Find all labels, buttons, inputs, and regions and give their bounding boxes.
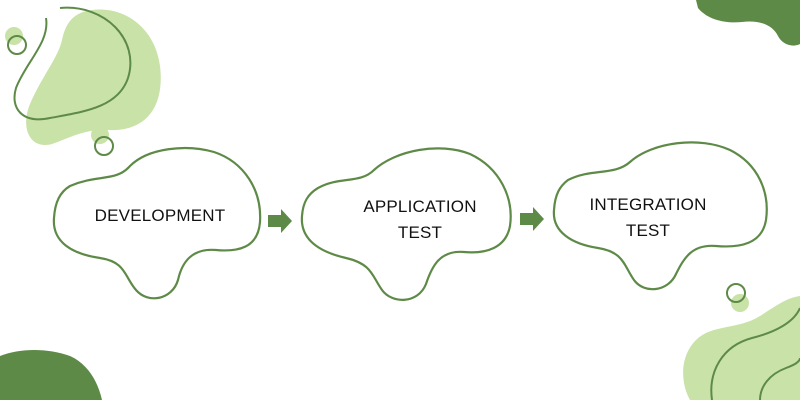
decor-curve-bottom-right-2: [759, 357, 800, 400]
decor-blob-bottom-right: [683, 296, 800, 400]
decor-curve-top-left: [13, 6, 132, 121]
step-shape-development: [52, 146, 262, 300]
step-shape-application-test: [300, 147, 512, 301]
decor-curve-bottom-right: [710, 307, 800, 400]
step-label-development: DEVELOPMENT: [94, 206, 226, 225]
decor-ring-2: [94, 136, 114, 156]
decor-ring-1: [7, 35, 27, 55]
decor-blob-bottom-left: [0, 350, 102, 400]
right-arrow-icon: [520, 207, 544, 231]
step-shape-integration-test: [552, 141, 768, 291]
decor-ring-3: [726, 283, 746, 303]
right-arrow-icon: [268, 209, 292, 233]
decor-blob-top-right: [696, 0, 800, 46]
step-label-integration-test: INTEGRATION TEST: [589, 195, 707, 240]
decor-dot-2: [91, 126, 109, 144]
step-label-application-test: APPLICATION TEST: [363, 197, 477, 242]
decor-dot-3: [731, 294, 749, 312]
